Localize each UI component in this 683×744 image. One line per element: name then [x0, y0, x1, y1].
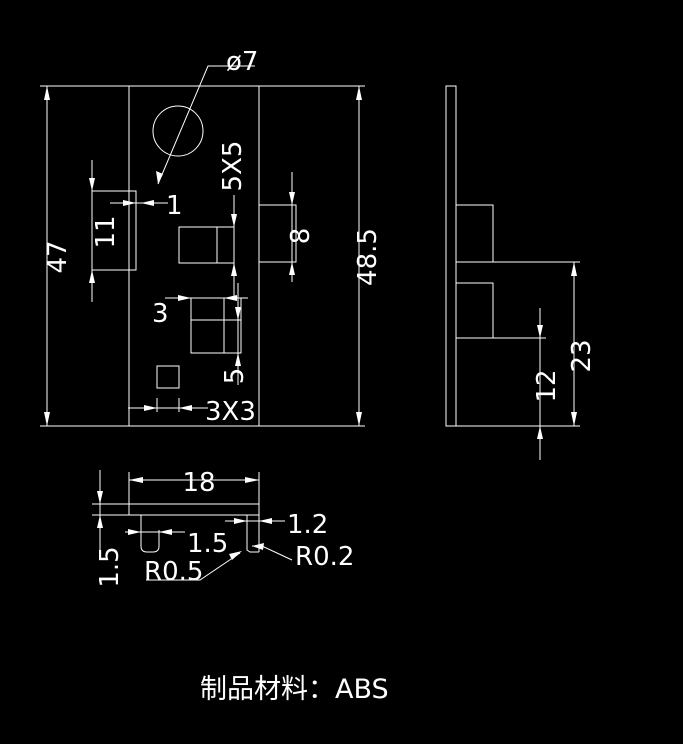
- dim-5-text: 5: [220, 368, 250, 385]
- dim-3-arrow-left: [178, 295, 191, 301]
- side-view-dimensions: 23 12: [532, 262, 597, 460]
- bottom-square-rect: [156, 365, 180, 389]
- dim-r0-2-text: R0.2: [295, 542, 354, 572]
- square-5x5-rect: [178, 226, 235, 264]
- dim-12-arrow-bottom: [537, 426, 543, 439]
- dim-3-text: 3: [152, 299, 169, 329]
- dim-1-arrow-left: [123, 200, 136, 206]
- dim-11-arrow-bottom: [89, 270, 95, 283]
- dim-pin-1-5-arrow-left: [128, 529, 141, 535]
- material-caption: 制品材料：ABS: [200, 674, 389, 705]
- r0-5-leader-arrow: [229, 551, 242, 560]
- dim-1-text: 1: [166, 191, 183, 221]
- bottom-plate-rect: [128, 503, 260, 516]
- dim-1-arrow-right: [141, 200, 154, 206]
- dim-hole-text: ø7: [226, 47, 258, 77]
- dim-8-arrow-bottom: [289, 262, 295, 275]
- dim-18-arrow-left: [129, 477, 143, 483]
- dim-48-5-text: 48.5: [353, 228, 383, 286]
- dim-pin-1-5-text: 1.5: [187, 529, 228, 559]
- dim-5-arrow-bottom: [235, 353, 241, 366]
- dim-18-arrow-right: [245, 477, 259, 483]
- dim-1-2-arrow-right: [259, 518, 272, 524]
- side-plate-rect: [445, 85, 457, 427]
- dim-23-text: 23: [567, 339, 597, 372]
- dim-12-arrow-top: [537, 325, 543, 338]
- pin-right-outline: [246, 515, 259, 553]
- slot-rect: [258, 204, 297, 263]
- dim-23-arrow-bottom: [571, 412, 577, 426]
- side-upper-block: [455, 204, 494, 263]
- dim-18-text: 18: [182, 468, 215, 498]
- dim-12-text: 12: [532, 369, 562, 402]
- dim-3x3-arrow-right: [179, 405, 192, 411]
- dim-3x3-text: 3X3: [205, 397, 256, 427]
- dim-47-arrow-bottom: [44, 412, 50, 426]
- bottom-view-dimensions: 18 1.5 1.5 1.2 R0.5 R0.2: [92, 468, 354, 588]
- front-view-dimensions: 47 48.5 11 1 5X5 8 3: [40, 47, 383, 427]
- dim-23-arrow-top: [571, 262, 577, 276]
- hole-leader-arrow: [156, 171, 163, 184]
- hole-leader-line: [157, 65, 255, 185]
- dim-47-text: 47: [43, 240, 73, 273]
- dim-8-arrow-top: [289, 192, 295, 205]
- dim-1-5-arrow-bottom: [97, 515, 103, 528]
- dim-1-5-thickness-text: 1.5: [95, 546, 125, 587]
- dim-pin-1-5-arrow-right: [159, 529, 172, 535]
- dim-11-text: 11: [91, 215, 121, 248]
- dim-1-2-text: 1.2: [287, 510, 328, 540]
- dim-48-5-arrow-bottom: [356, 412, 362, 426]
- dim-48-5-arrow-top: [356, 86, 362, 100]
- dim-5x5-arrow-bottom: [231, 263, 237, 276]
- pin-left-outline: [140, 515, 160, 553]
- r0-2-leader-arrow: [252, 543, 264, 550]
- hole-circle: [152, 105, 204, 157]
- dim-11-arrow-top: [89, 178, 95, 191]
- side-lower-block: [455, 282, 494, 339]
- dim-5x5-arrow-top: [231, 214, 237, 227]
- dim-5x5-text: 5X5: [218, 141, 248, 192]
- dim-3-arrow-right: [224, 295, 237, 301]
- front-view: [91, 65, 297, 427]
- dim-8-text: 8: [286, 228, 316, 245]
- dim-1-2-arrow-left: [234, 518, 247, 524]
- side-view: [445, 85, 580, 427]
- dim-1-5-arrow-top: [97, 491, 103, 504]
- dim-5-arrow-top: [235, 307, 241, 320]
- dim-r0-5-text: R0.5: [144, 557, 203, 587]
- r0-5-leader-line: [146, 552, 241, 581]
- dim-47-arrow-top: [44, 86, 50, 100]
- dim-3x3-arrow-left: [144, 405, 157, 411]
- step-block-rect: [190, 297, 242, 354]
